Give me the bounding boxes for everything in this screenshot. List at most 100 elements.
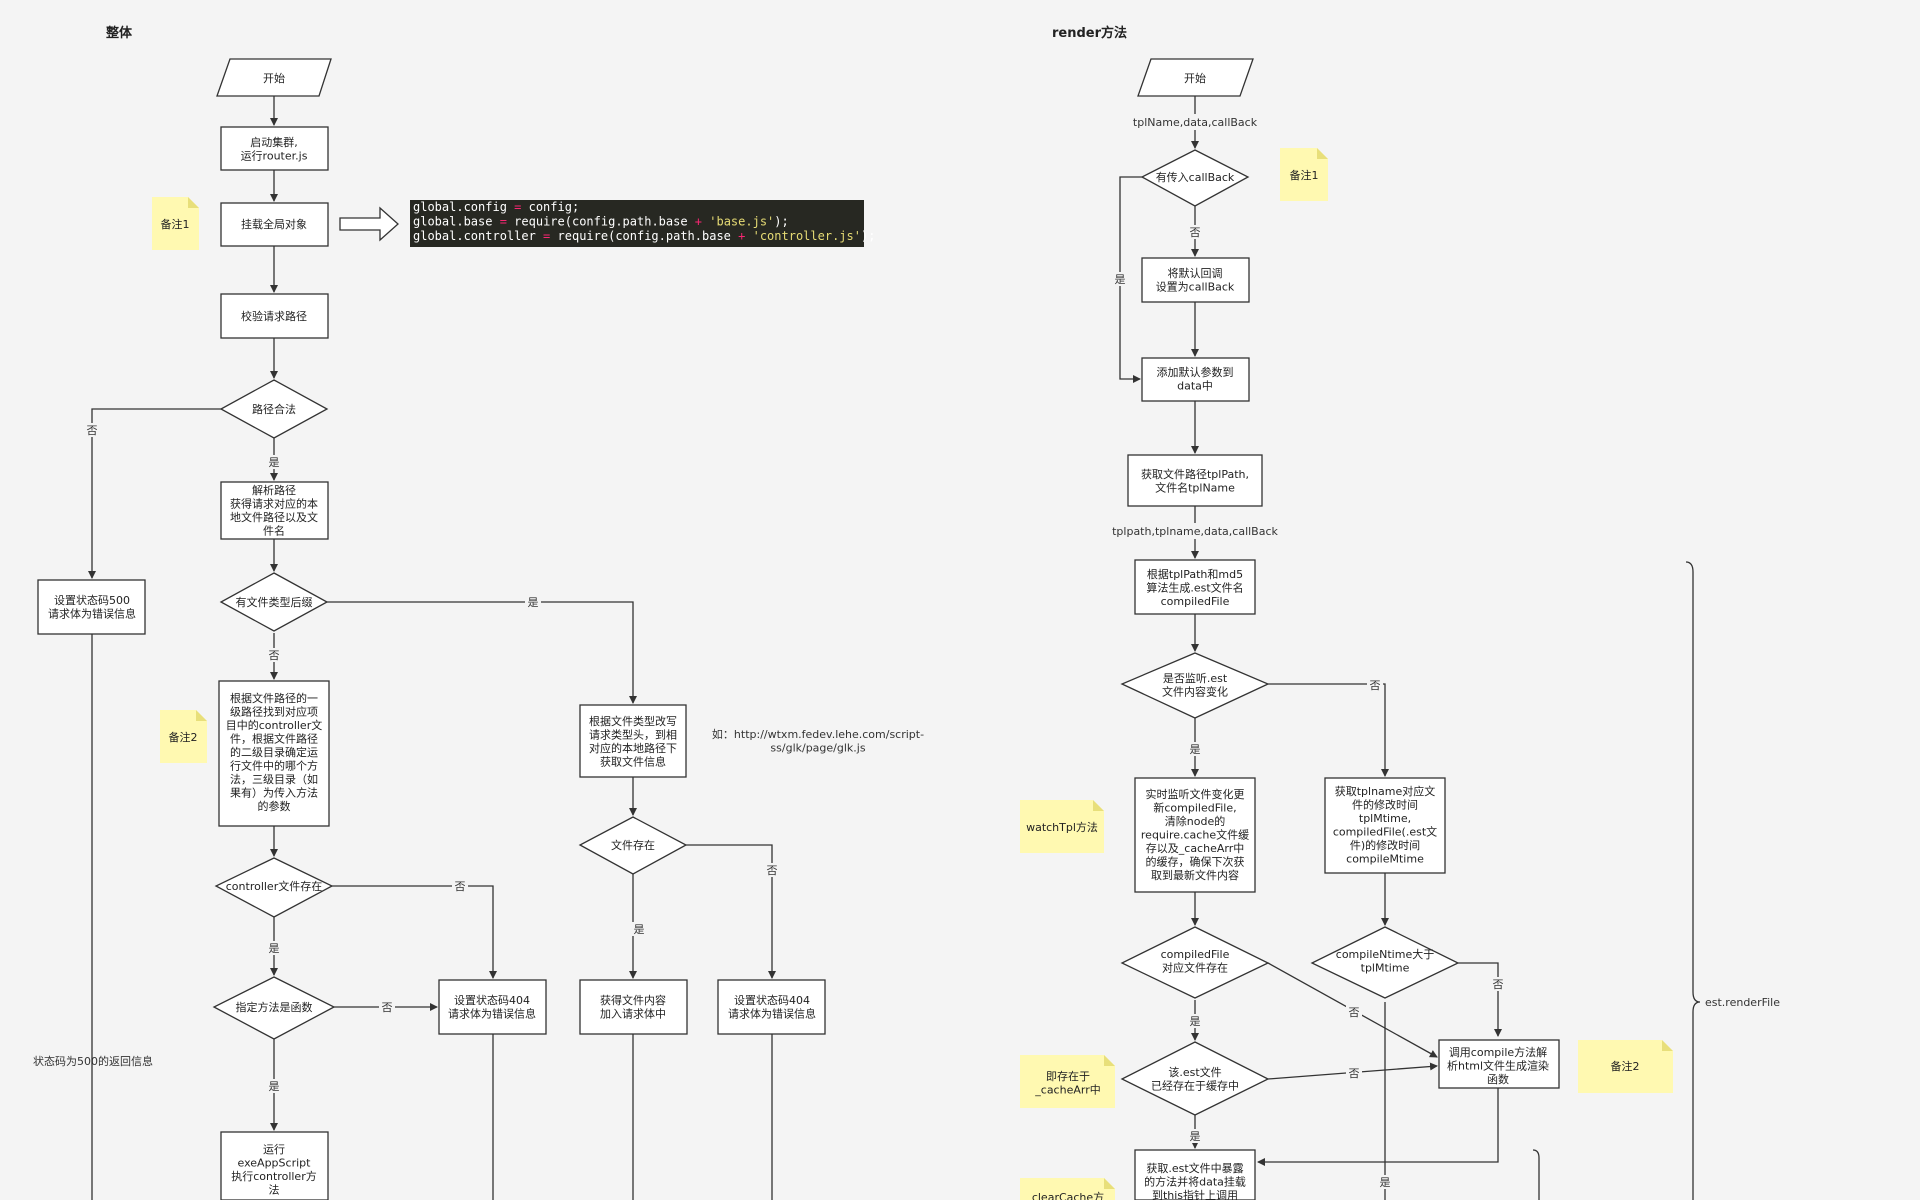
text-line: 启动集群, xyxy=(250,135,298,149)
text-line: 的方法并将data挂载 xyxy=(1144,1175,1246,1189)
text-line: 运行 xyxy=(263,1143,285,1156)
left-shapes xyxy=(37,58,826,1200)
shape-compile-newer xyxy=(1310,926,1460,999)
text-line: 如：http://wtxm.fedev.lehe.com/script- xyxy=(712,727,924,741)
shape-left-start xyxy=(216,58,332,97)
shape-add-default-params xyxy=(1141,357,1250,402)
edge-label-no: 否 xyxy=(1493,978,1504,991)
text-line: 存以及_cacheArr中 xyxy=(1146,841,1244,855)
edge-label-yes: 是 xyxy=(1380,1176,1391,1189)
text-line: 解析路径 xyxy=(252,483,296,497)
text-line: 的缓存，确保下次获 xyxy=(1146,855,1245,869)
shape-est-cached xyxy=(1120,1041,1270,1116)
text-line: 行文件中的哪个方 xyxy=(230,759,318,773)
edge-label-yes: 是 xyxy=(1190,1130,1201,1143)
text-line: require.cache文件缓 xyxy=(1141,828,1249,842)
text-line: compileNtime大于 xyxy=(1336,947,1434,961)
text-line: 实时监听文件变化更 xyxy=(1146,787,1245,801)
text-line: data中 xyxy=(1177,380,1213,393)
text-line: 根据文件路径的一 xyxy=(230,691,318,705)
text-line: 该.est文件 xyxy=(1168,1065,1221,1079)
shape-set-404-b xyxy=(717,979,826,1035)
text-line: 件的修改时间 xyxy=(1352,798,1418,812)
change-header-text: 根据文件类型改写请求类型头，到相对应的本地路径下获取文件信息 xyxy=(589,714,677,769)
mount-global-text: 挂载全局对象 xyxy=(241,217,307,231)
text-line: 是否监听.est xyxy=(1163,672,1228,685)
get-content-text: 获得文件内容加入请求体中 xyxy=(600,993,666,1021)
shape-has-callback xyxy=(1140,149,1250,207)
call-compile-text: 调用compile方法解析html文件生成渲染函数 xyxy=(1447,1045,1549,1086)
code-token: + xyxy=(695,215,709,229)
code-token: ); xyxy=(774,215,788,229)
text-line: 析html文件生成渲染 xyxy=(1447,1059,1549,1073)
edge-label-no: 否 xyxy=(87,424,98,437)
note2-right: 备注2 xyxy=(1611,1059,1640,1073)
code-token: global.config xyxy=(413,200,507,214)
shape-set-default-cb xyxy=(1141,257,1250,303)
text-line: 件，根据文件路径 xyxy=(230,732,318,746)
method-is-fn-text: 指定方法是函数 xyxy=(236,1000,313,1014)
text-line: exeAppScript xyxy=(238,1157,312,1170)
text-line: 算法生成.est文件名 xyxy=(1146,581,1243,595)
text-line: 执行controller方 xyxy=(231,1169,316,1183)
code-lines: global.config = config;global.base = req… xyxy=(413,200,875,243)
text-line: 清除node的 xyxy=(1165,814,1225,828)
edge-label-no: 否 xyxy=(1349,1067,1360,1080)
shape-check-path xyxy=(220,293,329,339)
shape-call-compile xyxy=(1438,1039,1560,1089)
text-line: 即存在于 xyxy=(1046,1069,1090,1083)
controller-exists-text: controller文件存在 xyxy=(226,879,322,893)
edge-label-no: 否 xyxy=(1349,1006,1360,1019)
set-default-cb-text: 将默认回调设置为callBack xyxy=(1156,267,1235,294)
shape-get-content xyxy=(579,979,688,1035)
code-token: 'controller.js' xyxy=(753,229,861,243)
code-block xyxy=(410,200,864,247)
note1-right: 备注1 xyxy=(1290,168,1319,182)
shape-path-valid xyxy=(219,379,329,439)
text-line: 新compiledFile, xyxy=(1153,801,1236,815)
text-line: 文件名tplName xyxy=(1155,481,1235,495)
text-line: 设置状态码404 xyxy=(734,993,810,1007)
has-ext-text: 有文件类型后缀 xyxy=(236,595,313,609)
title-right: render方法 xyxy=(1052,25,1127,41)
code-line: global.base = require(config.path.base +… xyxy=(413,215,789,229)
code-token: global.base xyxy=(413,215,492,229)
params1-label: tplName,data,callBack xyxy=(1133,116,1258,129)
code-token: config; xyxy=(529,200,580,214)
shape-compiled-exists xyxy=(1120,926,1270,999)
shape-mount-global xyxy=(220,202,329,247)
text-line: 请求类型头，到相 xyxy=(589,728,677,742)
edge-label-yes: 是 xyxy=(269,456,280,469)
text-line: 函数 xyxy=(1487,1073,1509,1086)
shape-run-exe xyxy=(220,1131,329,1200)
get-path-text: 获取文件路径tplPath,文件名tplName xyxy=(1141,467,1249,495)
text-line: 获取文件路径tplPath, xyxy=(1141,467,1249,481)
code-token: = xyxy=(492,215,514,229)
right-flowchart xyxy=(1119,96,1701,1200)
edge-label-no: 否 xyxy=(1370,679,1381,692)
est-cached-text: 该.est文件已经存在于缓存中 xyxy=(1151,1065,1239,1093)
text-line: 地文件路径以及文 xyxy=(230,510,318,524)
code-token: 'base.js' xyxy=(709,215,774,229)
brace-label: est.renderFile xyxy=(1705,996,1780,1009)
text-line: 设置状态码500 xyxy=(54,593,130,607)
note1-left: 备注1 xyxy=(161,217,190,231)
text-line: 设置状态码404 xyxy=(454,993,530,1007)
shape-find-controller xyxy=(218,680,330,827)
edge-label-yes: 是 xyxy=(269,1080,280,1093)
start-cluster-text: 启动集群,运行router.js xyxy=(241,135,308,163)
edge-label-yes: 是 xyxy=(1115,273,1126,286)
text-line: 运行router.js xyxy=(241,150,308,163)
text-line: 目中的controller文 xyxy=(226,718,322,732)
example-url: 如：http://wtxm.fedev.lehe.com/script-ss/g… xyxy=(712,727,924,755)
text-line: 请求体为错误信息 xyxy=(48,607,136,621)
text-line: 根据文件类型改写 xyxy=(589,714,677,728)
text-line: tplMtime xyxy=(1361,962,1410,975)
text-line: 设置为callBack xyxy=(1156,281,1235,294)
shape-get-path xyxy=(1127,454,1263,507)
text-line: 到this指针上调用 xyxy=(1152,1188,1238,1200)
